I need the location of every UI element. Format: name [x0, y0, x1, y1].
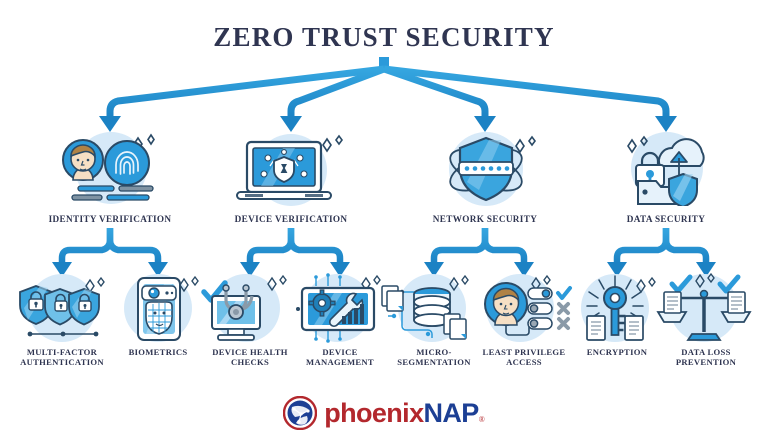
three-shields-locks-icon: [2, 272, 122, 344]
node-device-management[interactable]: DEVICE MANAGEMENT: [280, 272, 400, 367]
node-label: MULTI-FACTOR AUTHENTICATION: [20, 347, 104, 367]
page-title: ZERO TRUST SECURITY: [213, 22, 555, 52]
user-permission-toggles-icon: [464, 272, 584, 344]
shield-orbit-password-icon: [395, 126, 575, 206]
node-label: DEVICE MANAGEMENT: [306, 347, 374, 367]
logo-text-phoenix: phoenix: [324, 397, 424, 428]
phoenixnap-globe-icon: [283, 396, 318, 430]
node-least-privilege-access[interactable]: LEAST PRIVILEGE ACCESS: [464, 272, 584, 367]
node-label: DATA LOSS PREVENTION: [675, 347, 737, 367]
balance-scale-documents-icon: [646, 272, 766, 344]
phone-face-scan-icon: [98, 272, 218, 344]
node-data-security[interactable]: DATA SECURITY: [576, 126, 756, 236]
node-label: DEVICE VERIFICATION: [234, 214, 348, 224]
node-label: IDENTITY VERIFICATION: [48, 214, 172, 224]
phoenixnap-logo[interactable]: phoenix NAP ®: [0, 396, 768, 430]
database-files-network-icon: [374, 272, 494, 344]
node-label: ENCRYPTION: [586, 347, 648, 357]
node-encryption[interactable]: ENCRYPTION: [557, 272, 677, 362]
laptop-shield-network-icon: [201, 126, 381, 206]
node-label: DATA SECURITY: [626, 214, 706, 224]
node-label: MICRO- SEGMENTATION: [397, 347, 471, 367]
node-device-verification[interactable]: DEVICE VERIFICATION: [201, 126, 381, 236]
node-label: BIOMETRICS: [128, 347, 188, 357]
monitor-stethoscope-icon: [190, 272, 310, 344]
logo-text-nap: NAP: [423, 397, 480, 428]
node-network-security[interactable]: NETWORK SECURITY: [395, 126, 575, 236]
node-label: DEVICE HEALTH CHECKS: [212, 347, 288, 367]
key-documents-icon: [557, 272, 677, 344]
face-and-fingerprint-icon: [20, 126, 200, 206]
node-multi-factor-authentication[interactable]: MULTI-FACTOR AUTHENTICATION: [2, 272, 122, 367]
node-data-loss-prevention[interactable]: DATA LOSS PREVENTION: [646, 272, 766, 367]
node-micro-segmentation[interactable]: MICRO- SEGMENTATION: [374, 272, 494, 367]
node-label: LEAST PRIVILEGE ACCESS: [482, 347, 566, 367]
node-label: NETWORK SECURITY: [432, 214, 538, 224]
node-device-health-checks[interactable]: DEVICE HEALTH CHECKS: [190, 272, 310, 367]
logo-trademark: ®: [478, 414, 485, 424]
tablet-gear-wrench-icon: [280, 272, 400, 344]
cloud-lock-folder-shield-icon: [576, 126, 756, 206]
node-identity-verification[interactable]: IDENTITY VERIFICATION: [20, 126, 200, 236]
node-biometrics[interactable]: BIOMETRICS: [98, 272, 218, 362]
